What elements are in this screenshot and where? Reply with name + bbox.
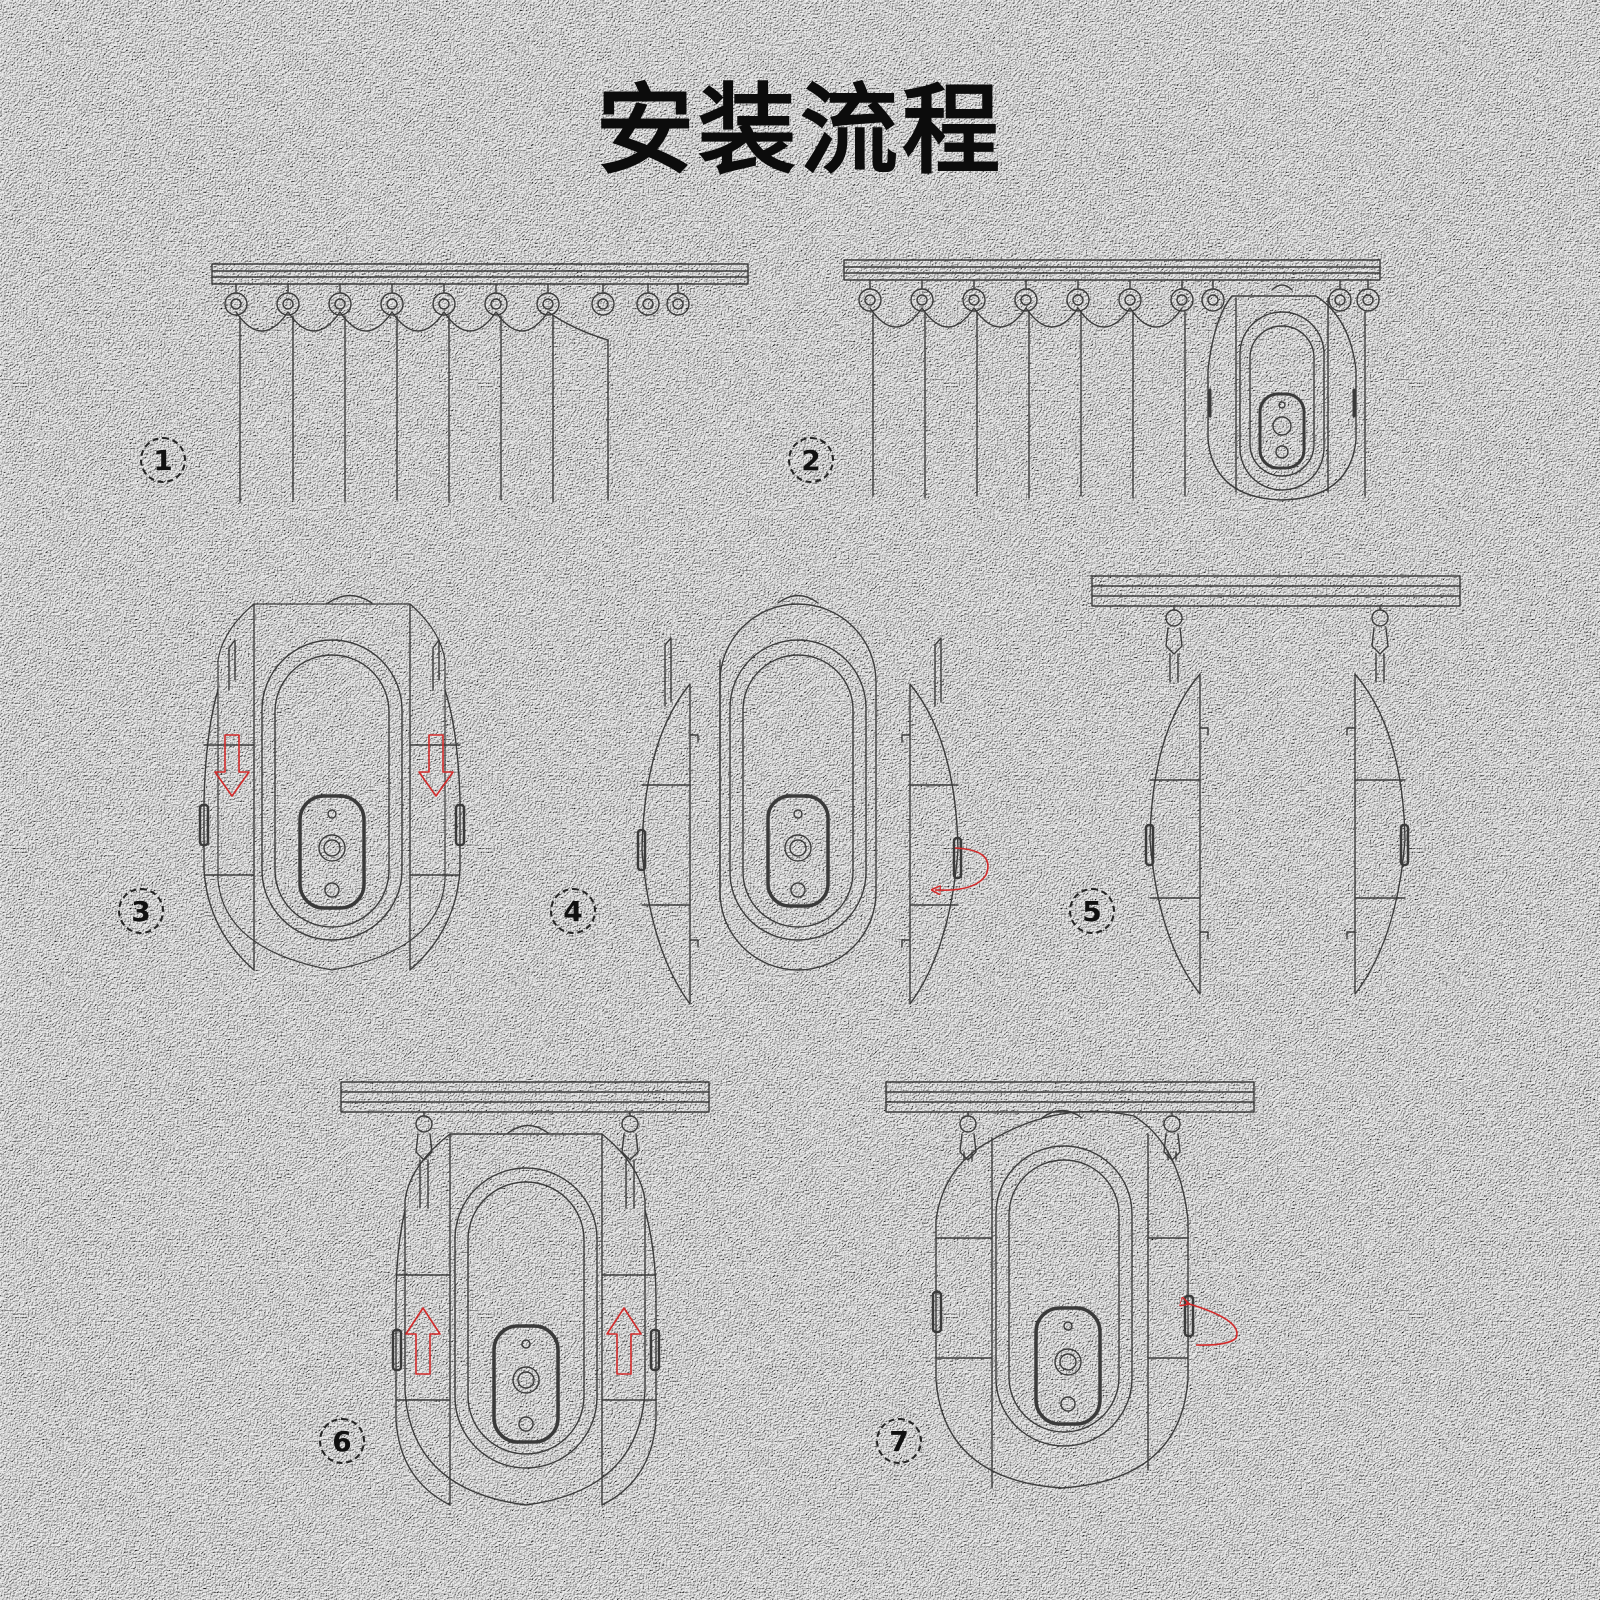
step-badge-6: 6 [319,1418,365,1464]
step3-down-arrow-right [418,734,454,797]
step-badge-1: 1 [140,437,186,483]
step6-up-arrow-left [405,1307,441,1375]
step-badge-3: 3 [118,888,164,934]
step-badge-4: 4 [550,888,596,934]
step3-down-arrow-left [214,734,250,797]
step2-curtain-device [843,259,1381,501]
step-badge-5: 5 [1069,888,1115,934]
step4-rotate-arrow [935,847,989,890]
step5-clips-on-rail [1091,575,1461,995]
page-title: 安装流程 [595,74,1004,188]
step-badge-7: 7 [876,1418,922,1464]
step7-rotate-arrow [1186,1303,1238,1346]
step1-curtain [211,263,749,503]
step7-device-installed [885,1081,1255,1489]
step4-device-exploded [636,594,963,1005]
step6-device-on-rail [340,1081,710,1506]
step3-device [198,594,466,971]
step-badge-2: 2 [788,437,834,483]
step6-up-arrow-right [606,1307,642,1375]
